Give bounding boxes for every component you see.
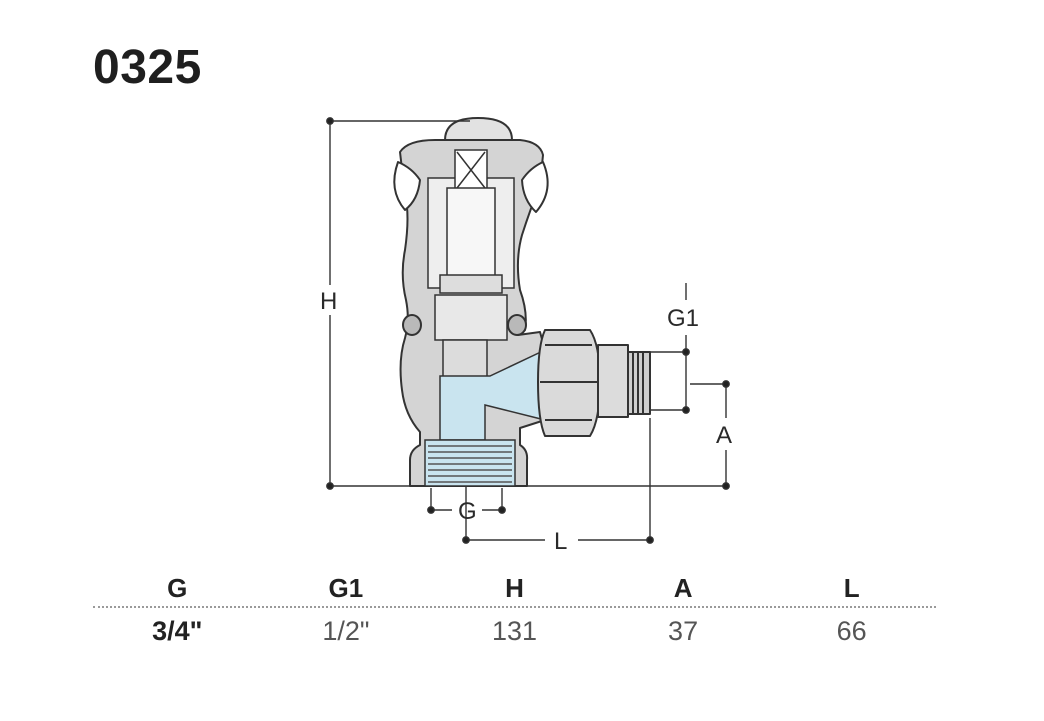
- table-value-a: 37: [668, 616, 699, 646]
- table-header-l: L: [843, 573, 860, 603]
- dim-label-h: H: [320, 288, 337, 315]
- table-value-h: 131: [491, 616, 538, 646]
- dim-label-a: A: [716, 422, 732, 449]
- table-value-l: 66: [836, 616, 867, 646]
- product-code: 0325: [93, 41, 202, 94]
- inlet-thread: [428, 445, 512, 483]
- table-value-g1: 1/2": [322, 616, 370, 646]
- dimension-lines: [326, 117, 730, 544]
- table-header-g1: G1: [328, 573, 364, 603]
- table-divider: [93, 606, 936, 608]
- table-row: 3/4" 1/2" 131 37 66: [93, 608, 936, 652]
- table-header-a: A: [673, 573, 693, 603]
- table-value-g: 3/4": [152, 616, 203, 646]
- table-header-row: G G1 H A L: [93, 570, 936, 606]
- valve-diagram: H G1 A G L: [320, 117, 732, 555]
- dim-label-g1: G1: [667, 305, 699, 332]
- table-header-h: H: [505, 573, 524, 603]
- table-header-g: G: [167, 573, 188, 603]
- valve-internals: [424, 149, 546, 487]
- dim-label-g: G: [458, 498, 477, 525]
- dimension-table: G G1 H A L 3/4" 1/2" 131 37 66: [93, 570, 936, 652]
- union-nut: [537, 329, 651, 437]
- dim-label-l: L: [554, 528, 567, 555]
